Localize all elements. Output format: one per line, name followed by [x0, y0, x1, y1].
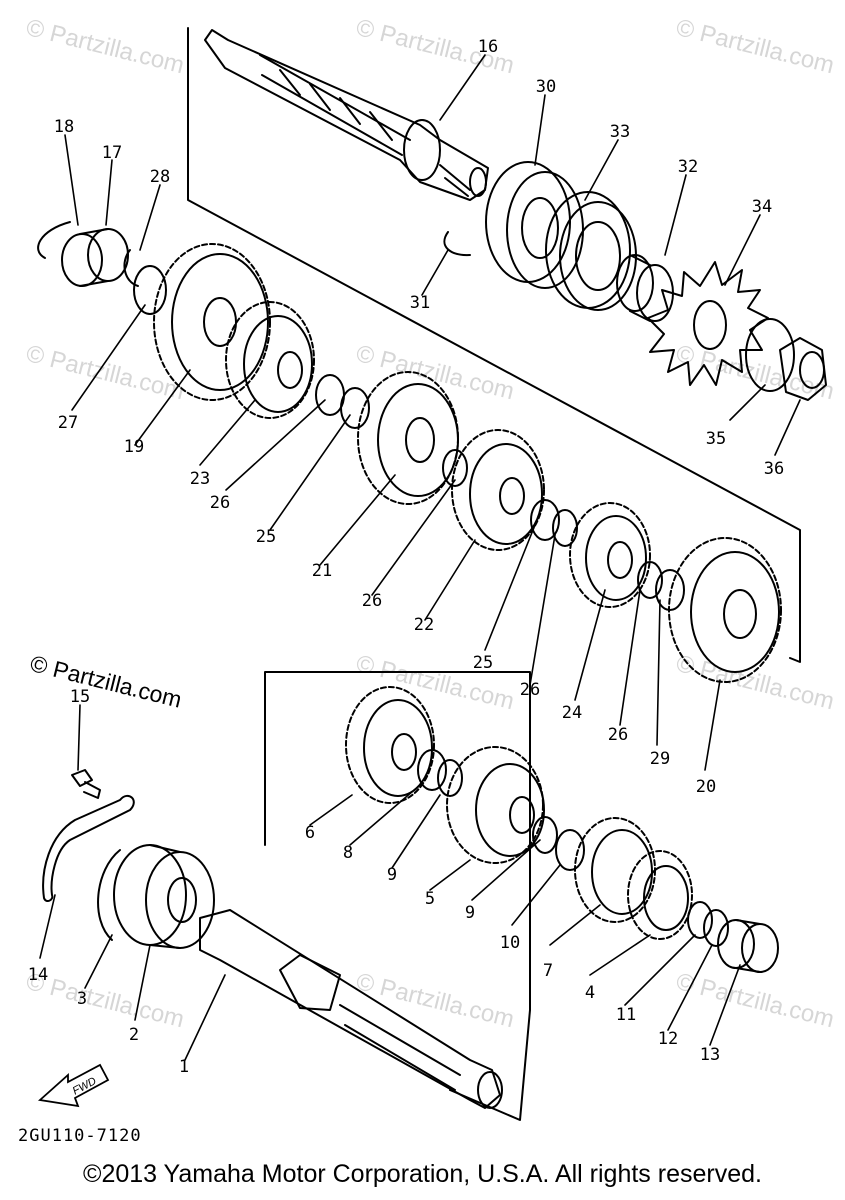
- callout-5: 5: [425, 889, 435, 909]
- gear-24: [569, 502, 651, 608]
- callout-17: 17: [102, 143, 122, 163]
- callout-36: 36: [764, 459, 784, 479]
- circlip-25b: [530, 499, 560, 541]
- gear-22: [451, 429, 545, 551]
- callout-11: 11: [616, 1005, 636, 1025]
- washer-26c: [552, 509, 578, 547]
- nut-36: [779, 337, 827, 401]
- callout-22: 22: [414, 615, 434, 635]
- callout-18: 18: [54, 117, 74, 137]
- bearing-13: [717, 919, 779, 973]
- callout-8: 8: [343, 843, 353, 863]
- callout-29: 29: [650, 749, 670, 769]
- washer-12: [703, 909, 729, 947]
- callout-3: 3: [77, 989, 87, 1009]
- circlip-11: [687, 901, 713, 939]
- callout-13: 13: [700, 1045, 720, 1065]
- washer-26b: [442, 449, 468, 487]
- callout-26: 26: [608, 725, 628, 745]
- callout-1: 1: [179, 1057, 189, 1077]
- callout-7: 7: [543, 961, 553, 981]
- callout-19: 19: [124, 437, 144, 457]
- callout-9: 9: [387, 865, 397, 885]
- callout-32: 32: [678, 157, 698, 177]
- gear-19: [153, 243, 271, 401]
- fwd-arrow-icon: FWD: [37, 1063, 110, 1108]
- callout-35: 35: [706, 429, 726, 449]
- callout-33: 33: [610, 122, 630, 142]
- circlip-3: [97, 849, 121, 941]
- circlip-25a: [340, 387, 370, 429]
- callout-10: 10: [500, 933, 520, 953]
- washer-27: [133, 265, 167, 315]
- callout-4: 4: [585, 983, 595, 1003]
- drive-sprocket-34: [647, 261, 769, 386]
- main-axle-group-outline: [264, 671, 531, 1121]
- callout-26: 26: [362, 591, 382, 611]
- callout-34: 34: [752, 197, 772, 217]
- callout-25: 25: [256, 527, 276, 547]
- leader-lines: [39, 54, 801, 1061]
- washer-26a: [315, 374, 345, 416]
- gear-21: [357, 371, 459, 505]
- drive-axle-group-outline: [187, 27, 801, 663]
- callout-30: 30: [536, 77, 556, 97]
- callout-28: 28: [150, 167, 170, 187]
- bolt-15: [71, 769, 101, 799]
- callout-2: 2: [129, 1025, 139, 1045]
- washer-10: [555, 829, 585, 871]
- gear-7: [574, 817, 656, 923]
- callout-25: 25: [473, 653, 493, 673]
- bearing-plate-14: [42, 794, 135, 902]
- callout-15: 15: [70, 687, 90, 707]
- bearing-17: [61, 228, 129, 287]
- washer-26d: [637, 561, 663, 599]
- callout-27: 27: [58, 413, 78, 433]
- oil-seal-33: [545, 191, 637, 311]
- copyright-notice: ©2013 Yamaha Motor Corporation, U.S.A. A…: [83, 1160, 762, 1188]
- callout-20: 20: [696, 777, 716, 797]
- circlip-18: [37, 221, 71, 259]
- circlip-9a: [437, 759, 463, 797]
- gear-5: [446, 746, 545, 864]
- callout-21: 21: [312, 561, 332, 581]
- callout-23: 23: [190, 469, 210, 489]
- washer-8: [417, 749, 447, 791]
- circlip-9b: [532, 816, 558, 854]
- circlip-31: [443, 231, 471, 257]
- callout-16: 16: [478, 37, 498, 57]
- gear-20: [668, 537, 782, 683]
- callout-9: 9: [465, 903, 475, 923]
- callout-31: 31: [410, 293, 430, 313]
- gear-4: [627, 850, 693, 940]
- diagram-code: 2GU110-7120: [18, 1126, 142, 1146]
- gear-23: [225, 301, 315, 419]
- bearing-30: [485, 161, 584, 289]
- callout-labels: 16 30 33 32 34 18 17 28 31 27 19 23 26 2…: [28, 37, 784, 1077]
- callout-6: 6: [305, 823, 315, 843]
- gear-6: [345, 686, 435, 804]
- callout-24: 24: [562, 703, 582, 723]
- callout-26: 26: [520, 680, 540, 700]
- main-axle-1: [199, 909, 503, 1109]
- callout-12: 12: [658, 1029, 678, 1049]
- drive-axle: [204, 29, 489, 201]
- lock-washer-35: [745, 318, 795, 392]
- callout-26: 26: [210, 493, 230, 513]
- bearing-2: [113, 844, 215, 949]
- callout-14: 14: [28, 965, 48, 985]
